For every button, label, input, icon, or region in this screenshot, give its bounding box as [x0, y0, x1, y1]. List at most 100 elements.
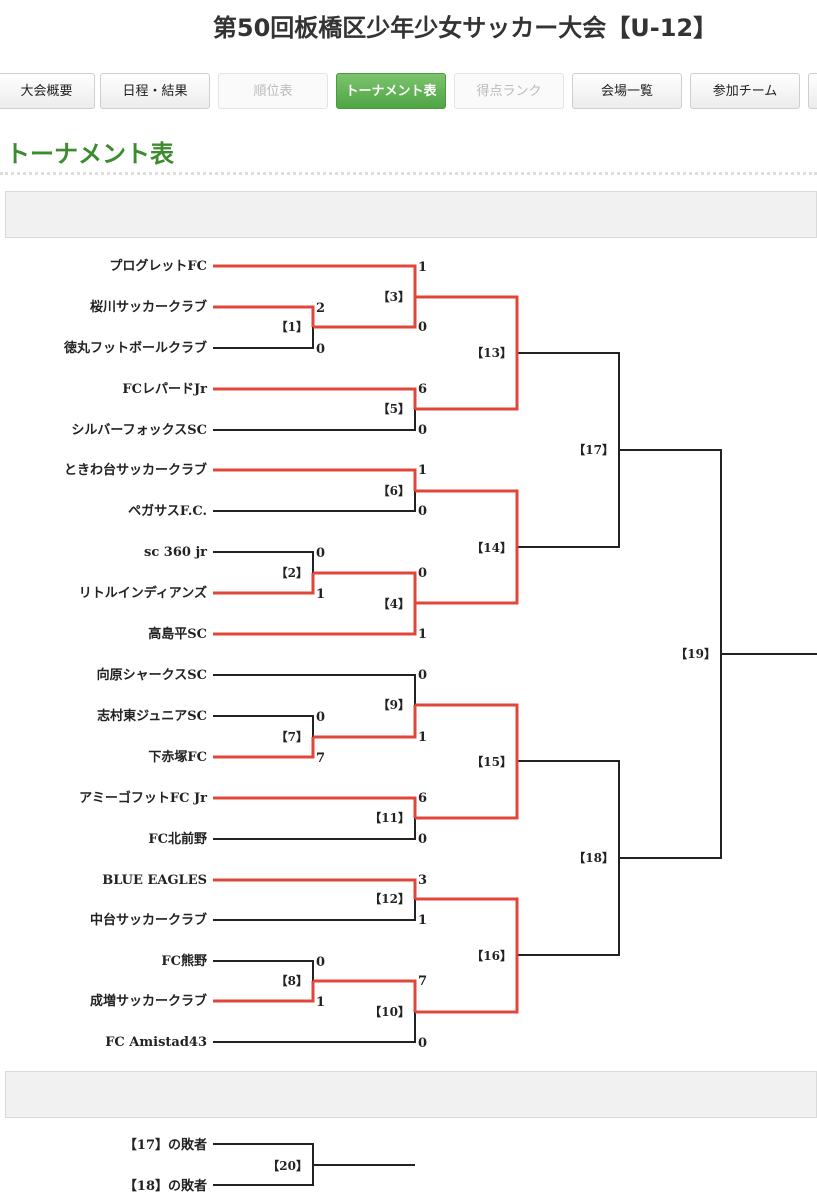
match-label: 【15】 — [471, 754, 512, 769]
bracket-line — [213, 305, 315, 327]
bracket-line — [517, 352, 620, 450]
team-name: 桜川サッカークラブ — [90, 299, 207, 315]
bracket-line — [213, 1165, 314, 1186]
match-label: 【11】 — [369, 810, 410, 825]
match-score: 0 — [418, 566, 427, 581]
match-score: 1 — [418, 913, 427, 928]
third-place-entry: 【18】の敗者 — [124, 1178, 207, 1194]
team-name: シルバーフォックスSC — [71, 423, 207, 438]
bracket-line — [213, 674, 416, 705]
team-name: リトルインディアンズ — [79, 585, 207, 601]
match-label: 【14】 — [471, 540, 512, 555]
third-place-header-band — [5, 1071, 817, 1118]
match-label: 【4】 — [378, 596, 410, 611]
match-label: 【20】 — [267, 1158, 308, 1173]
match-label: 【17】 — [573, 442, 614, 457]
bracket-line — [213, 327, 314, 349]
match-score: 3 — [418, 873, 427, 888]
tab-bar: 大会概要 日程・結果 順位表 トーナメント表 得点ランク 会場一覧 参加チーム — [0, 73, 817, 111]
bracket-line — [213, 1012, 416, 1043]
tab-tournament[interactable]: トーナメント表 — [336, 73, 446, 109]
match-score: 0 — [418, 320, 427, 335]
bracket-line — [213, 818, 416, 840]
tab-venues[interactable]: 会場一覧 — [572, 73, 682, 109]
match-score: 7 — [316, 751, 325, 766]
tab-schedule-results[interactable]: 日程・結果 — [100, 73, 210, 109]
match-label: 【6】 — [378, 483, 410, 498]
match-score: 0 — [316, 710, 325, 725]
bracket-line — [313, 979, 417, 1012]
bracket-line — [415, 489, 519, 547]
bracket-line — [415, 295, 519, 353]
bracket-line — [213, 878, 417, 899]
tab-overview[interactable]: 大会概要 — [0, 73, 95, 109]
bracket-line — [415, 547, 519, 605]
bracket-line — [213, 468, 417, 491]
bracket-line — [213, 960, 314, 981]
match-label: 【9】 — [378, 697, 410, 712]
match-label: 【10】 — [369, 1004, 410, 1019]
team-name: 成増サッカークラブ — [90, 993, 207, 1009]
bracket-line — [213, 491, 416, 512]
bracket-line — [213, 409, 416, 431]
bracket-line — [213, 737, 315, 759]
bracket-line — [213, 981, 315, 1003]
team-name: 向原シャークスSC — [97, 667, 207, 683]
bracket-line — [213, 796, 417, 818]
tab-scorer-ranking: 得点ランク — [454, 73, 564, 109]
match-label: 【8】 — [276, 973, 308, 988]
bracket-line — [313, 705, 417, 739]
match-score: 0 — [316, 342, 325, 357]
match-score: 0 — [418, 423, 427, 438]
match-score: 2 — [316, 301, 325, 316]
match-score: 0 — [316, 546, 325, 561]
bracket-line — [213, 715, 314, 737]
divider — [0, 172, 817, 175]
bracket-line — [213, 573, 315, 595]
bracket-line — [213, 603, 417, 636]
match-score: 1 — [418, 627, 427, 642]
team-name: sc 360 jr — [144, 545, 207, 560]
match-score: 7 — [418, 974, 427, 989]
team-name: 下赤塚FC — [148, 749, 207, 765]
team-name: プログレットFC — [109, 258, 207, 274]
match-score: 1 — [418, 463, 427, 478]
match-score: 1 — [418, 260, 427, 275]
winner-path-lines — [213, 264, 519, 1014]
bracket-line — [415, 353, 519, 411]
team-name: ときわ台サッカークラブ — [64, 462, 207, 478]
tab-standings: 順位表 — [218, 73, 328, 109]
match-label: 【7】 — [276, 729, 308, 744]
match-score: 0 — [418, 668, 427, 683]
match-score: 0 — [316, 955, 325, 970]
bracket-line — [213, 899, 416, 921]
bracket-line — [517, 858, 620, 956]
bracket-line — [213, 387, 417, 409]
bracket-line — [415, 703, 519, 761]
team-name: 志村東ジュニアSC — [97, 708, 207, 724]
team-name: FC熊野 — [161, 953, 207, 969]
bracket-line — [415, 955, 519, 1014]
team-name: BLUE EAGLES — [102, 873, 207, 888]
tab-more[interactable] — [808, 73, 817, 109]
team-name: FC Amistad43 — [105, 1035, 207, 1050]
match-score: 0 — [418, 832, 427, 847]
bracket-lines — [213, 327, 817, 1186]
team-name: 徳丸フットボールクラブ — [63, 340, 207, 356]
tab-teams[interactable]: 参加チーム — [690, 73, 800, 109]
match-score: 6 — [418, 382, 427, 397]
bracket-line — [313, 297, 417, 329]
match-score: 0 — [418, 1036, 427, 1051]
section-title: トーナメント表 — [6, 140, 174, 168]
bracket-line — [415, 761, 519, 820]
bracket-line — [619, 449, 722, 654]
bracket-line — [213, 264, 417, 297]
match-score: 0 — [418, 504, 427, 519]
team-name: FCレパードJr — [122, 382, 207, 397]
match-score: 1 — [316, 995, 325, 1010]
bracket-header-band — [5, 191, 817, 238]
team-name: ペガサスF.C. — [128, 504, 207, 519]
bracket-line — [213, 1143, 314, 1165]
match-label: 【1】 — [276, 319, 308, 334]
